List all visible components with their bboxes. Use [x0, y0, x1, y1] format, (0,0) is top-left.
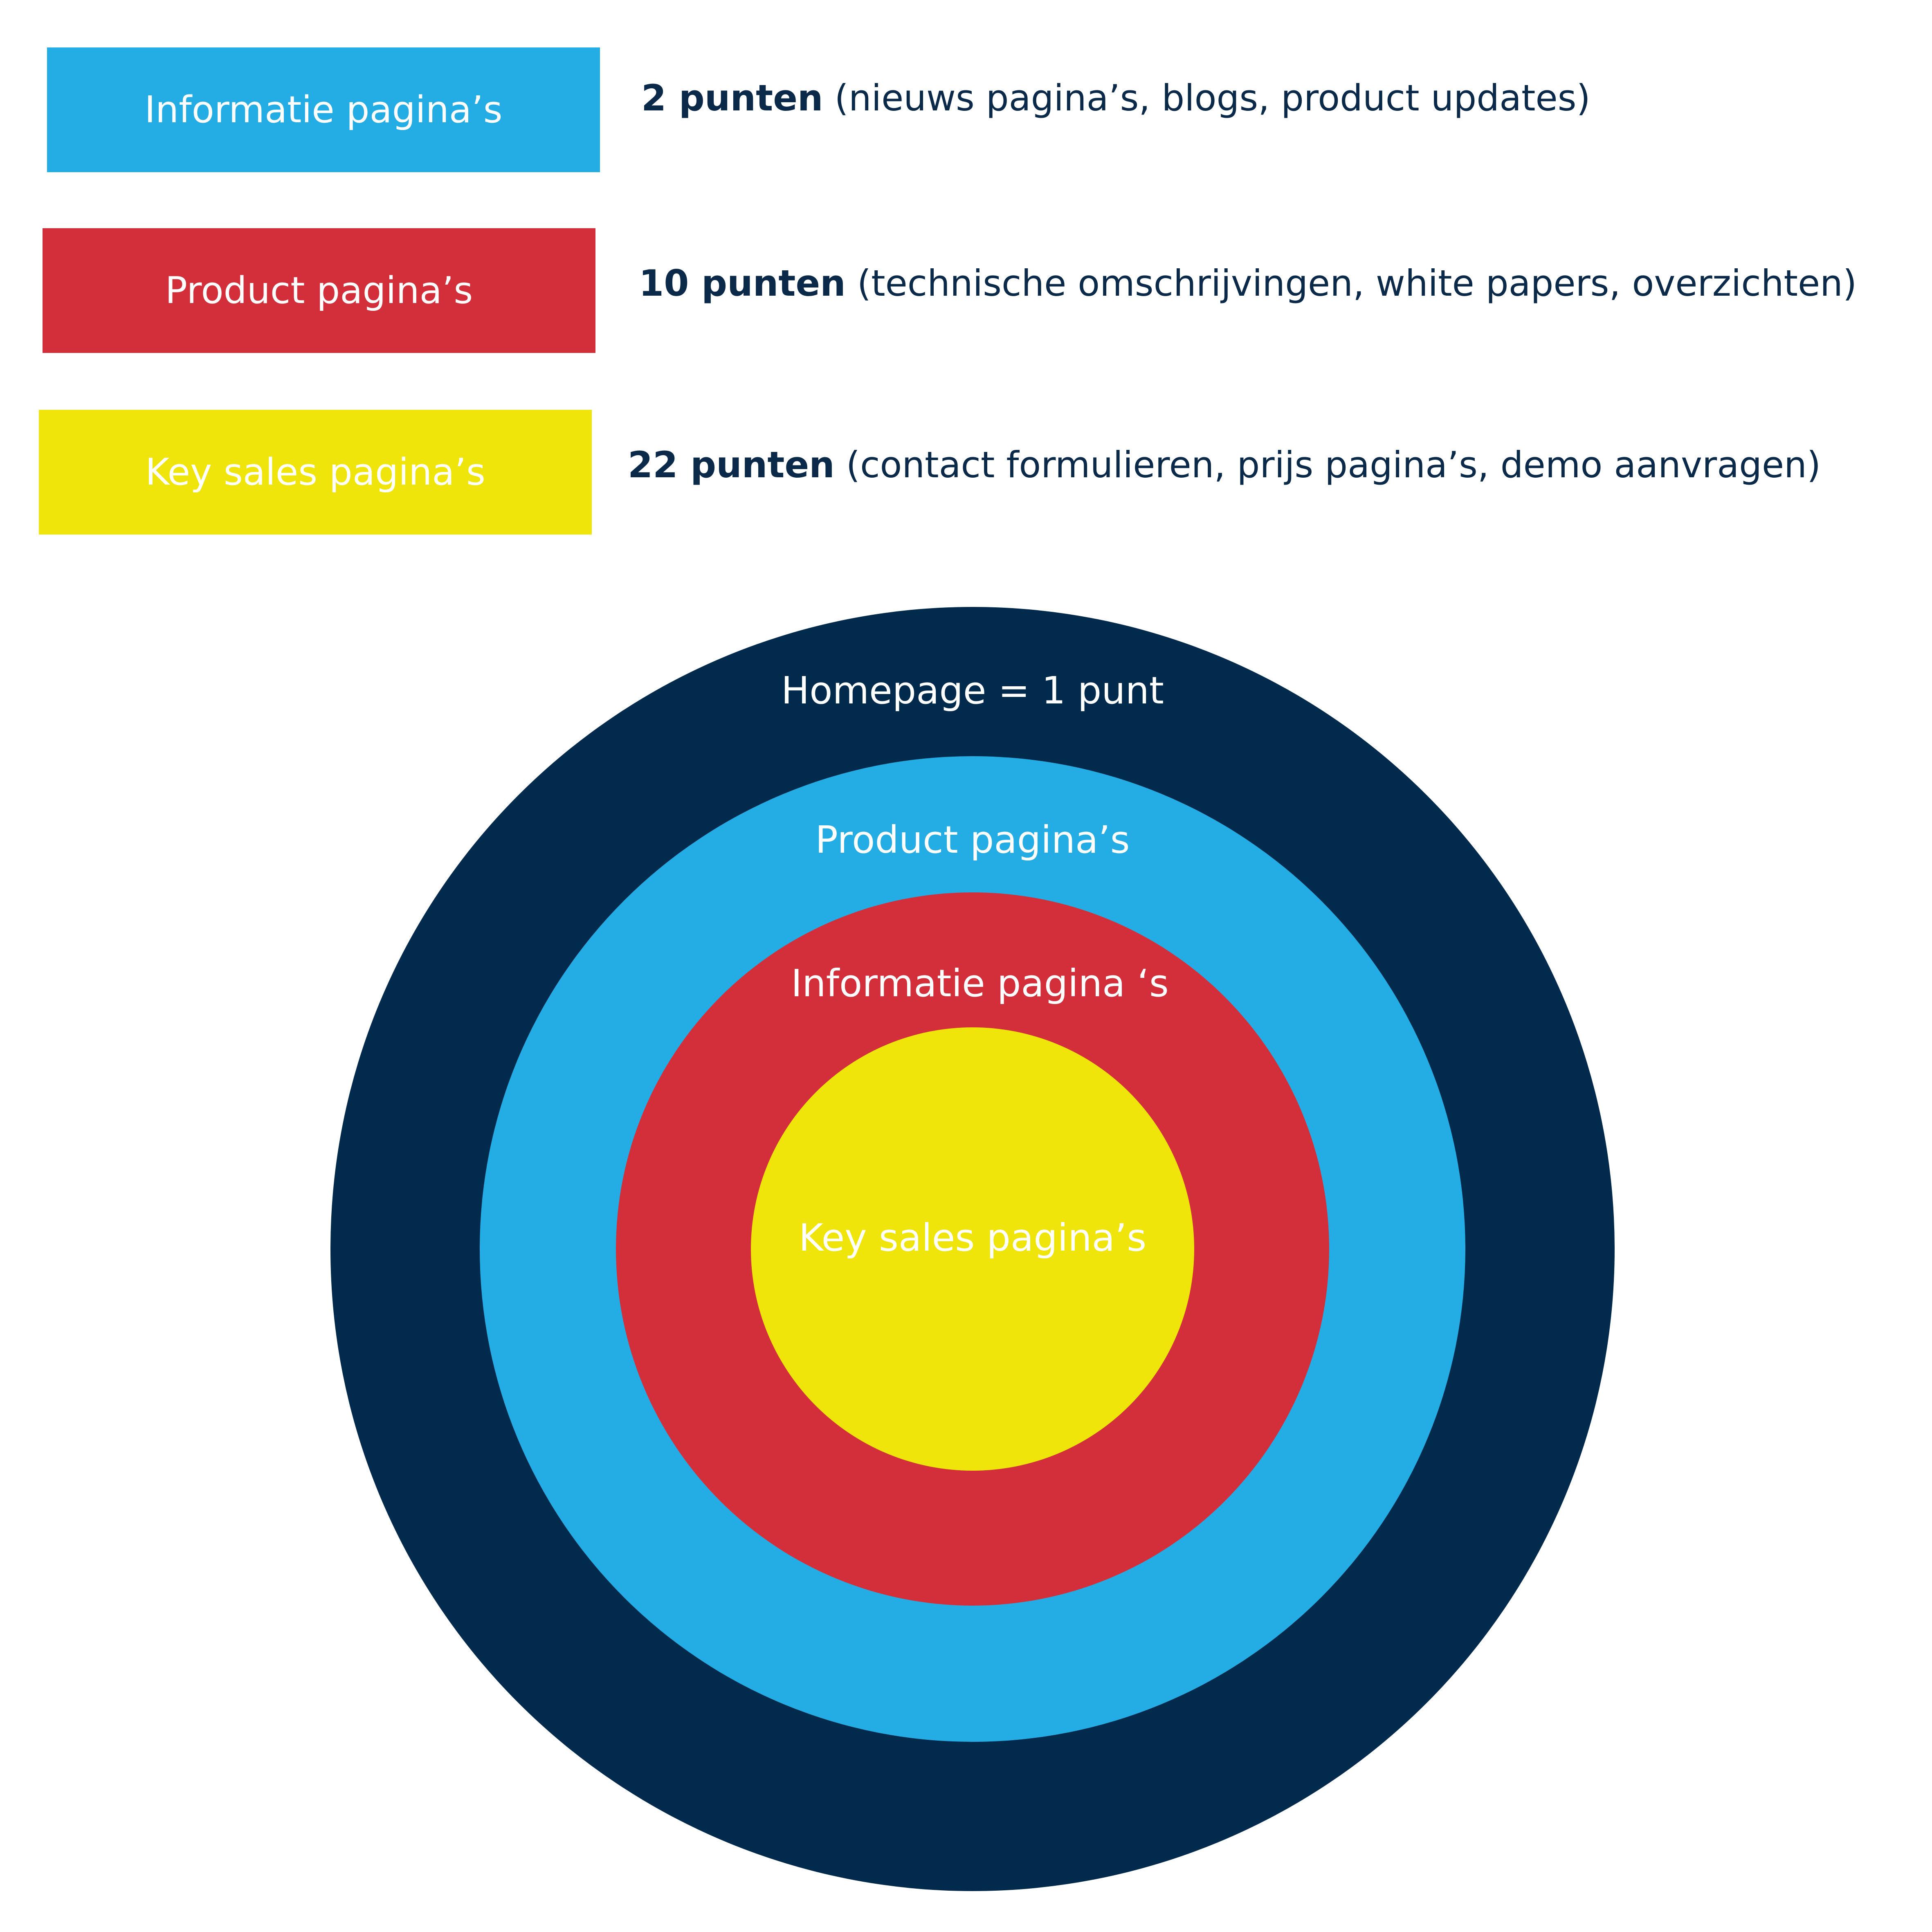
- legend-box-key-sales: Key sales pagina’s: [39, 410, 592, 535]
- legend-description-key-sales: 22 punten (contact formulieren, prijs pa…: [628, 447, 1821, 483]
- legend-points: 2 punten: [641, 77, 823, 119]
- legend-box-product: Product pagina’s: [43, 228, 595, 353]
- legend-box-label: Product pagina’s: [165, 269, 473, 312]
- legend-examples: (nieuws pagina’s, blogs, product updates…: [823, 77, 1591, 119]
- legend-box-label: Informatie pagina’s: [144, 88, 503, 131]
- legend-description-informatie: 2 punten (nieuws pagina’s, blogs, produc…: [641, 80, 1591, 116]
- ring-label-informatie: Informatie pagina ‘s: [791, 962, 1169, 1005]
- ring-label-product: Product pagina’s: [815, 818, 1130, 862]
- legend-points: 10 punten: [639, 262, 846, 304]
- legend-box-informatie: Informatie pagina’s: [47, 47, 600, 172]
- legend-examples: (contact formulieren, prijs pagina’s, de…: [834, 444, 1821, 486]
- ring-label-homepage: Homepage = 1 punt: [781, 669, 1164, 712]
- ring-key-sales: [751, 1027, 1194, 1471]
- ring-label-key-sales: Key sales pagina’s: [799, 1216, 1146, 1260]
- legend-box-label: Key sales pagina’s: [145, 451, 485, 494]
- legend-examples: (technische omschrijvingen, white papers…: [845, 262, 1857, 304]
- legend-points: 22 punten: [628, 444, 835, 486]
- legend-description-product: 10 punten (technische omschrijvingen, wh…: [639, 265, 1857, 301]
